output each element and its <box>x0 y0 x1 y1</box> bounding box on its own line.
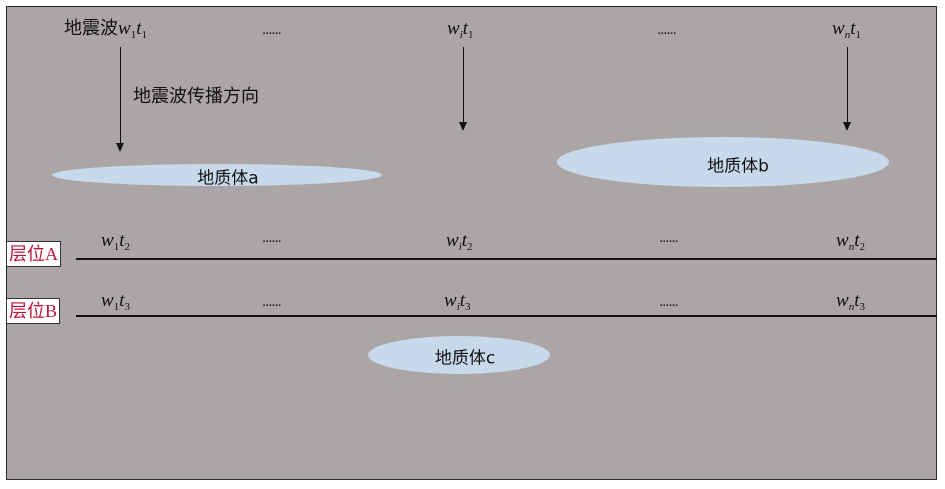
geobody-c-ellipse <box>368 336 550 374</box>
w1-t2-label: w1t2 <box>101 230 130 254</box>
geobody-c-label: 地质体c <box>434 348 496 369</box>
diagram-panel <box>6 6 937 480</box>
seismic-wave-text: 地震波 <box>64 18 118 39</box>
wn-t3-label: wnt3 <box>836 290 865 314</box>
horizon-a-tag: 层位A <box>6 241 61 267</box>
horizon-b-line <box>76 315 937 317</box>
propagation-arrow-1 <box>116 47 124 152</box>
geobody-b-ellipse <box>557 137 889 187</box>
propagation-arrow-2 <box>459 47 467 131</box>
wn-t2-label: wnt2 <box>836 230 865 254</box>
geobody-b-label: 地质体b <box>707 156 769 177</box>
ellipsis-top-2: ...... <box>657 23 677 38</box>
ellipsis-horizon-a-2: ...... <box>659 231 679 246</box>
geobody-a-label: 地质体a <box>197 168 259 189</box>
w1-t3-label: w1t3 <box>101 290 130 314</box>
wi-t1-label: wit1 <box>447 18 474 42</box>
geobody-a-ellipse <box>52 164 382 186</box>
wn-t1-label: wnt1 <box>832 18 861 42</box>
ellipsis-horizon-b-1: ...... <box>262 295 282 310</box>
propagation-direction-label: 地震波传播方向 <box>133 86 259 107</box>
horizon-b-tag: 层位B <box>6 298 61 324</box>
w1-t1-label: w1t1 <box>118 18 147 42</box>
horizon-a-line <box>76 258 937 260</box>
ellipsis-horizon-a-1: ...... <box>262 231 282 246</box>
wi-t2-label: wit2 <box>446 230 473 254</box>
ellipsis-top-1: ...... <box>262 23 282 38</box>
ellipsis-horizon-b-2: ...... <box>659 295 679 310</box>
propagation-arrow-3 <box>843 47 851 131</box>
top-label-first: 地震波w1t1 <box>64 19 147 45</box>
wi-t3-label: wit3 <box>444 290 471 314</box>
